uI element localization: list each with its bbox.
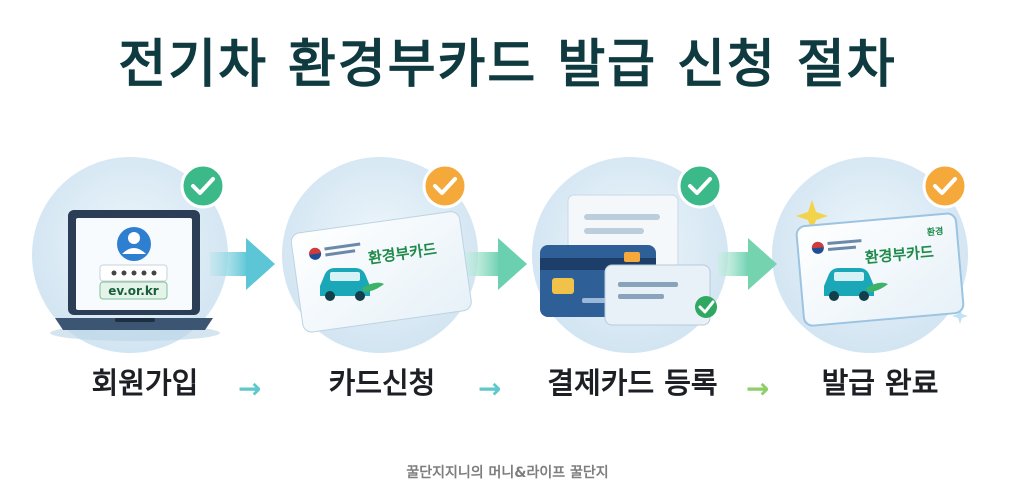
- eco-card-icon: 환경부카드: [290, 211, 472, 333]
- connector-arrow-2: [465, 238, 527, 290]
- url-field: ev.or.kr: [99, 281, 168, 300]
- card-title: 환경부카드: [864, 243, 935, 267]
- second-card-icon: [604, 252, 717, 326]
- flow-arrow-icon: →: [478, 372, 502, 405]
- page-title: 전기차 환경부카드 발급 신청 절차: [118, 35, 897, 95]
- flow-arrow-icon: →: [746, 372, 770, 405]
- checkmark-icon: [677, 163, 723, 209]
- checkmark-icon: [422, 163, 468, 209]
- user-avatar-icon: [117, 227, 151, 261]
- connector-arrow-1: [210, 238, 275, 290]
- step-label-payment: 결제카드 등록: [547, 366, 718, 400]
- step-label-complete: 발급 완료: [821, 366, 939, 400]
- password-field: [99, 264, 168, 282]
- flow-arrow-icon: →: [238, 372, 262, 405]
- checkmark-icon: [180, 163, 226, 209]
- checkmark-icon: [922, 163, 968, 209]
- step-label-apply: 카드신청: [328, 366, 436, 400]
- issued-card-icon: 환경 환경부카드: [795, 212, 965, 327]
- car-icon: [824, 268, 888, 301]
- footer-watermark: 꿀단지지니의 머니&라이프 꿀단지: [406, 465, 609, 481]
- car-icon: [320, 268, 384, 301]
- url-text: ev.or.kr: [108, 284, 159, 298]
- connector-arrow-3: [718, 238, 777, 290]
- card-badge: 환경: [926, 225, 944, 238]
- step-label-signup: 회원가입: [91, 366, 199, 400]
